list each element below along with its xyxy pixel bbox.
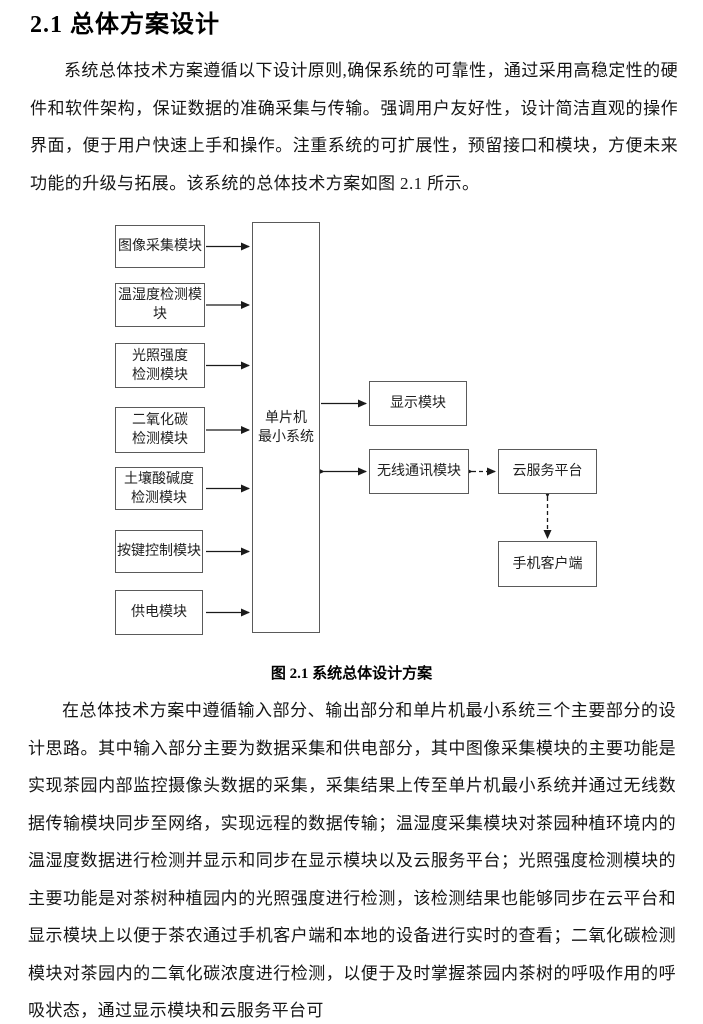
diagram-box-power-module: 供电模块 — [115, 590, 203, 635]
diagram-box-wireless-comm-module: 无线通讯模块 — [369, 449, 469, 494]
diagram-box-display-module: 显示模块 — [369, 381, 467, 426]
paragraph-1: 系统总体技术方案遵循以下设计原则,确保系统的可靠性，通过采用高稳定性的硬件和软件… — [30, 61, 678, 193]
section-title: 2.1 总体方案设计 — [30, 12, 220, 38]
paragraph-2: 在总体技术方案中遵循输入部分、输出部分和单片机最小系统三个主要部分的设计思路。其… — [28, 701, 676, 1020]
diagram-box-mcu-minimum-system: 单片机 最小系统 — [252, 222, 320, 633]
diagram-box-temp-humidity-module: 温湿度检测模块 — [115, 283, 205, 327]
figure-caption: 图 2.1 系统总体设计方案 — [270, 666, 433, 682]
diagram-box-co2-module: 二氧化碳 检测模块 — [115, 407, 205, 453]
diagram-box-soil-ph-module: 土壤酸碱度 检测模块 — [115, 467, 203, 510]
diagram-box-key-control-module: 按键控制模块 — [115, 530, 203, 573]
diagram-box-mobile-client: 手机客户端 — [498, 541, 597, 587]
diagram-box-cloud-service-platform: 云服务平台 — [498, 449, 597, 494]
diagram-box-light-intensity-module: 光照强度 检测模块 — [115, 343, 205, 388]
diagram-box-image-capture-module: 图像采集模块 — [115, 225, 205, 268]
system-architecture-diagram: 图像采集模块 温湿度检测模块 光照强度 检测模块 二氧化碳 检测模块 土壤酸碱度… — [0, 215, 703, 662]
diagram-arrows — [206, 242, 552, 617]
